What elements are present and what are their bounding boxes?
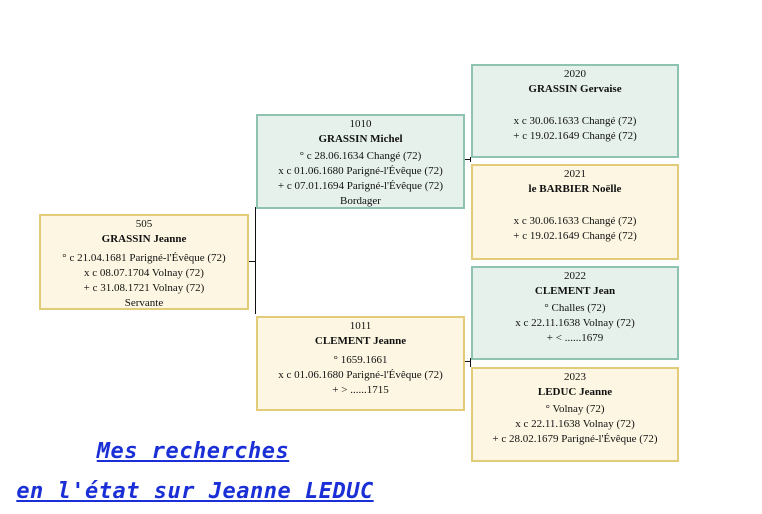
person-number: 505 [135, 218, 153, 230]
death-line: + c 31.08.1721 Volnay (72) [83, 282, 205, 294]
connector-1011-vertical [470, 358, 471, 367]
person-number: 2020 [564, 68, 586, 80]
death-line: + c 07.01.1694 Parigné-l'Évêque (72) [277, 180, 444, 192]
connector-505-horizontal [249, 261, 256, 262]
marriage-line: x c 01.06.1680 Parigné-l'Évêque (72) [278, 165, 443, 177]
person-name: CLEMENT Jeanne [314, 335, 407, 347]
occupation-line: Bordager [340, 195, 381, 207]
person-card-2020[interactable]: 2020 GRASSIN Gervaise x c 30.06.1633 Cha… [471, 64, 679, 158]
birth-line: ° 1659.1661 [333, 354, 388, 366]
connector-1010-vertical [470, 157, 471, 162]
person-number: 2021 [564, 168, 586, 180]
occupation-line: Servante [124, 297, 164, 309]
person-name: CLEMENT Jean [534, 285, 616, 297]
marriage-line: x c 01.06.1680 Parigné-l'Évêque (72) [278, 369, 443, 381]
person-card-2022[interactable]: 2022 CLEMENT Jean ° Challes (72) x c 22.… [471, 266, 679, 360]
person-card-2023[interactable]: 2023 LEDUC Jeanne ° Volnay (72) x c 22.1… [471, 367, 679, 462]
person-card-1010[interactable]: 1010 GRASSIN Michel ° c 28.06.1634 Chang… [256, 114, 465, 209]
person-card-505[interactable]: 505 GRASSIN Jeanne ° c 21.04.1681 Parign… [39, 214, 249, 310]
person-card-2021[interactable]: 2021 le BARBIER Noëlle x c 30.06.1633 Ch… [471, 164, 679, 260]
person-number: 2022 [564, 270, 586, 282]
connector-1010-horizontal [464, 159, 471, 160]
marriage-line: x c 08.07.1704 Volnay (72) [84, 267, 204, 279]
person-card-1011[interactable]: 1011 CLEMENT Jeanne ° 1659.1661 x c 01.0… [256, 316, 465, 411]
connector-505-vertical [255, 207, 256, 314]
marriage-line: x c 22.11.1638 Volnay (72) [515, 317, 635, 329]
person-name: GRASSIN Gervaise [528, 83, 622, 95]
marriage-line: x c 30.06.1633 Changé (72) [513, 115, 637, 127]
person-name: LEDUC Jeanne [537, 386, 613, 398]
person-number: 1010 [349, 118, 372, 130]
person-number: 1011 [349, 320, 372, 332]
death-line: + c 19.02.1649 Changé (72) [513, 230, 637, 242]
marriage-line: x c 30.06.1633 Changé (72) [513, 215, 637, 227]
caption-line-2: en l'état sur Jeanne LEDUC [16, 479, 374, 504]
birth-line: ° c 28.06.1634 Changé (72) [299, 150, 422, 162]
caption-line-1: Mes recherches [96, 439, 290, 464]
person-name: le BARBIER Noëlle [528, 183, 622, 195]
birth-line: ° Volnay (72) [545, 403, 605, 415]
person-name: GRASSIN Michel [318, 133, 403, 145]
birth-line: ° c 21.04.1681 Parigné-l'Évêque (72) [62, 252, 226, 264]
connector-1011-horizontal [464, 361, 471, 362]
person-number: 2023 [564, 371, 586, 383]
death-line: + c 28.02.1679 Parigné-l'Évêque (72) [492, 433, 658, 445]
marriage-line: x c 22.11.1638 Volnay (72) [515, 418, 635, 430]
birth-line: ° Challes (72) [544, 302, 606, 314]
death-line: + > ......1715 [332, 384, 389, 396]
death-line: + c 19.02.1649 Changé (72) [513, 130, 637, 142]
death-line: + < ......1679 [546, 332, 604, 344]
person-name: GRASSIN Jeanne [101, 233, 187, 245]
